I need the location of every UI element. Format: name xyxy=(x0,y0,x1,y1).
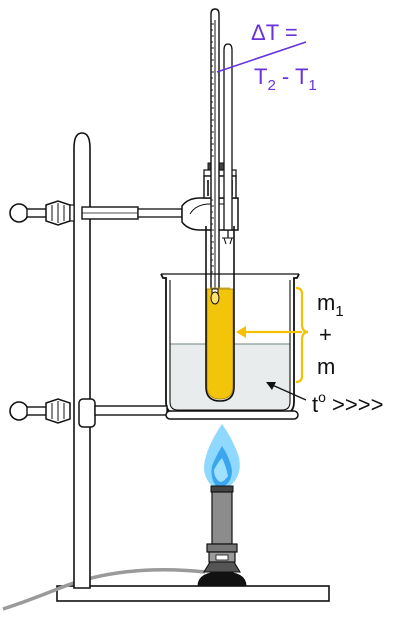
mass-plus-label: + xyxy=(319,322,332,347)
stirrer-icon xyxy=(222,43,234,245)
mass-arrow-head xyxy=(236,326,246,338)
thermometer-icon xyxy=(210,8,220,305)
test-tube-icon xyxy=(205,226,235,402)
heat-pointer xyxy=(269,383,307,401)
delta-t-formula: T2 - T1 xyxy=(254,64,317,94)
stand-base xyxy=(56,585,330,602)
bunsen-burner-icon xyxy=(197,485,247,587)
test-tube-liquid xyxy=(206,288,234,400)
thermometer-scale xyxy=(211,23,214,273)
delta-t-label: ΔT = xyxy=(251,20,298,45)
upper-clamp xyxy=(9,197,239,231)
delta-t-pointer xyxy=(216,41,307,73)
delta-t-annotation: ΔT = T2 - T1 xyxy=(216,20,317,94)
mass-m1-label: m1 xyxy=(317,290,344,320)
flame-icon xyxy=(204,424,240,486)
heat-label: to >>>> xyxy=(312,389,383,417)
mass-bracket xyxy=(295,286,309,384)
retort-stand-icon xyxy=(73,132,91,589)
mass-m-label: m xyxy=(317,354,335,379)
lower-clamp xyxy=(9,398,299,428)
mass-annotation: m1 + m xyxy=(236,286,344,384)
heat-annotation: to >>>> xyxy=(266,382,383,417)
